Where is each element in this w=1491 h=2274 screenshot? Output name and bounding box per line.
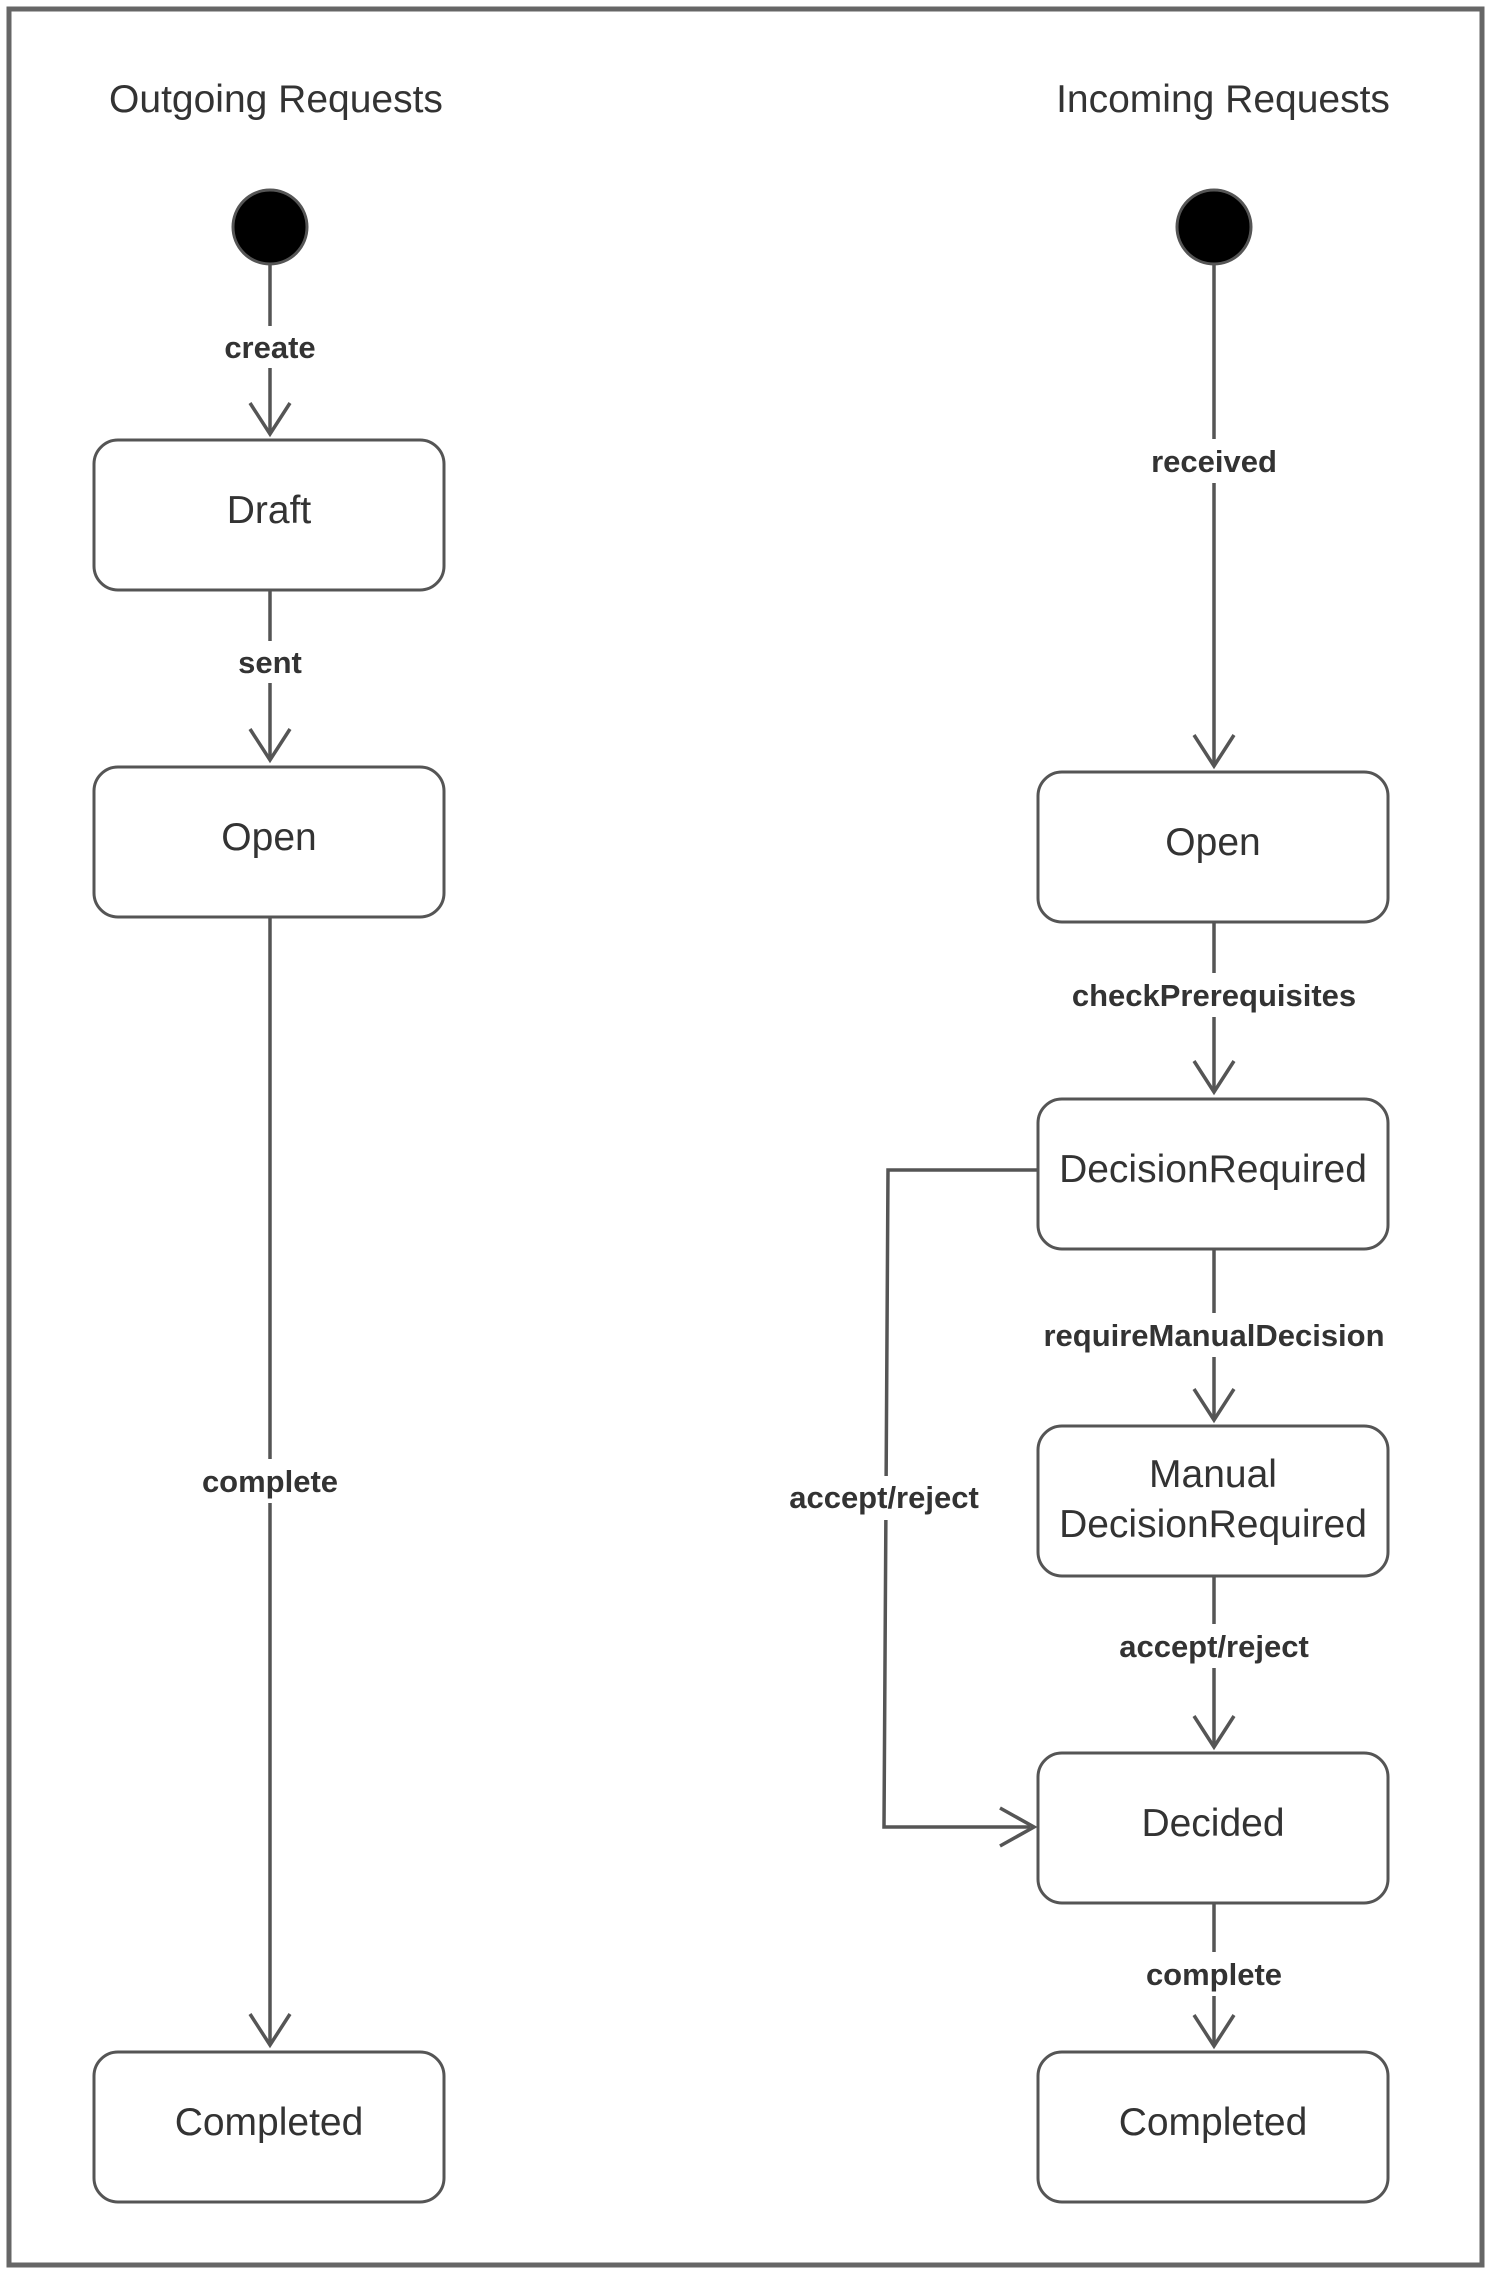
- label-outgoing-complete: complete: [202, 1464, 338, 1499]
- state-incoming-open-label: Open: [1165, 821, 1260, 864]
- state-draft-label: Draft: [227, 489, 312, 532]
- state-incoming-completed: [1036, 2050, 1390, 2204]
- arrowhead-create: [248, 402, 292, 438]
- state-outgoing-completed-label: Completed: [175, 2101, 364, 2144]
- label-received: received: [1151, 444, 1277, 479]
- state-outgoing-open-label: Open: [221, 816, 316, 859]
- incoming-title: Incoming Requests: [1056, 78, 1390, 121]
- arrowhead-sent: [248, 728, 292, 764]
- state-decision-required-label: DecisionRequired: [1059, 1148, 1367, 1191]
- arrowhead-incoming-complete: [1192, 2014, 1236, 2050]
- incoming-initial-node: [1175, 188, 1253, 266]
- arrowhead-outgoing-complete: [248, 2013, 292, 2049]
- arrowhead-received: [1192, 734, 1236, 770]
- arrowhead-require-manual-decision: [1192, 1388, 1236, 1424]
- state-outgoing-completed: [92, 2050, 446, 2204]
- state-manual-line2: DecisionRequired: [1059, 1503, 1367, 1546]
- label-bg-accept-reject-manual: [1106, 1624, 1322, 1668]
- state-decided-label: Decided: [1141, 1802, 1284, 1845]
- label-bg-incoming-complete: [1136, 1952, 1292, 1996]
- label-sent: sent: [238, 645, 302, 680]
- outgoing-title: Outgoing Requests: [109, 78, 443, 121]
- arrowhead-accept-reject-direct: [999, 1806, 1038, 1848]
- label-incoming-complete: complete: [1146, 1957, 1282, 1992]
- label-bg-check-prerequisites: [1058, 973, 1370, 1017]
- label-bg-received: [1142, 439, 1286, 483]
- label-bg-sent: [225, 641, 315, 683]
- arrowhead-accept-reject-manual: [1192, 1715, 1236, 1751]
- label-bg-outgoing-complete: [192, 1459, 348, 1503]
- label-bg-create: [212, 326, 328, 368]
- label-require-manual-decision: requireManualDecision: [1043, 1318, 1384, 1353]
- label-accept-reject-manual: accept/reject: [1119, 1629, 1309, 1664]
- label-check-prerequisites: checkPrerequisites: [1072, 978, 1356, 1013]
- state-manual-decision-required: [1036, 1424, 1390, 1578]
- outgoing-initial-node: [231, 188, 309, 266]
- state-incoming-completed-label: Completed: [1119, 2101, 1308, 2144]
- label-bg-accept-reject-direct: [776, 1476, 992, 1520]
- arrowhead-check-prerequisites: [1192, 1060, 1236, 1096]
- state-manual-line1: Manual: [1149, 1453, 1277, 1496]
- label-create: create: [224, 330, 315, 365]
- label-bg-require-manual-decision: [1026, 1313, 1402, 1357]
- label-accept-reject-direct: accept/reject: [789, 1480, 979, 1515]
